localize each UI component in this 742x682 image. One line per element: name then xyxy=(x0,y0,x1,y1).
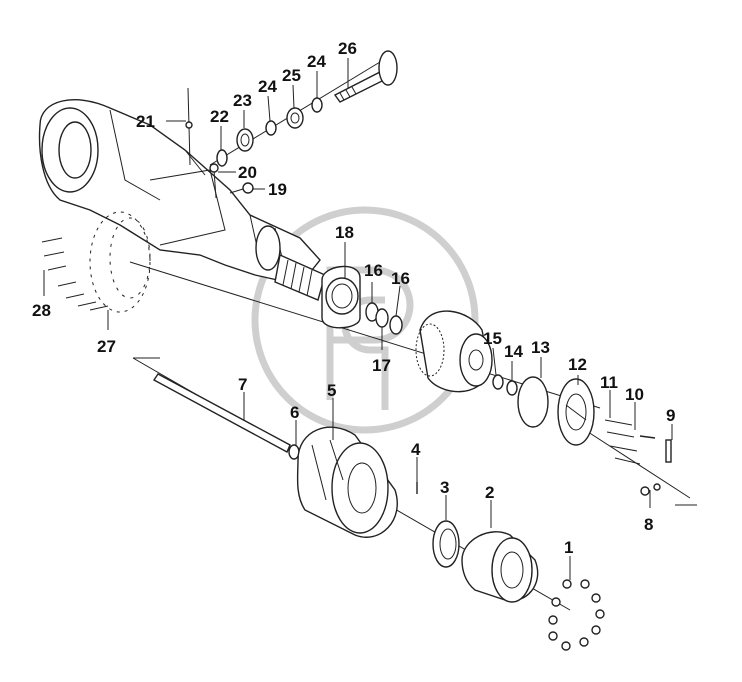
label-15: 15 xyxy=(483,329,502,348)
wheel-hub-2 xyxy=(461,531,539,603)
ring-22 xyxy=(216,149,228,167)
label-13: 13 xyxy=(531,338,550,357)
axle-shaft-7 xyxy=(152,373,291,453)
label-24b: 24 xyxy=(307,52,326,71)
label-3: 3 xyxy=(440,478,449,497)
label-5: 5 xyxy=(327,381,336,400)
plug-19 xyxy=(229,182,254,194)
label-27: 27 xyxy=(97,337,116,356)
label-28: 28 xyxy=(32,301,51,320)
axle-housing xyxy=(38,99,321,286)
oring-14 xyxy=(506,380,518,396)
bearing-23 xyxy=(236,128,254,152)
bearing-cup-18 xyxy=(321,265,361,329)
leader-lines xyxy=(43,58,673,580)
washer-17 xyxy=(375,308,389,328)
planetary-carrier xyxy=(415,310,493,393)
housing-bolts xyxy=(41,237,109,311)
cover-12 xyxy=(557,378,595,446)
spindle-splined-end xyxy=(274,253,326,301)
label-23: 23 xyxy=(233,91,252,110)
seal-16b xyxy=(389,315,403,335)
label-25: 25 xyxy=(282,66,301,85)
label-4: 4 xyxy=(411,440,421,459)
gasket-13 xyxy=(517,376,549,428)
label-9: 9 xyxy=(666,406,675,425)
label-16a: 16 xyxy=(364,261,383,280)
label-11: 11 xyxy=(600,373,618,392)
label-22: 22 xyxy=(210,107,229,126)
wheel-nuts-1 xyxy=(548,579,605,651)
label-8: 8 xyxy=(644,515,653,534)
label-18: 18 xyxy=(335,223,354,242)
label-2: 2 xyxy=(485,483,494,502)
washer-15 xyxy=(492,374,504,390)
breather-21 xyxy=(185,87,193,166)
label-12: 12 xyxy=(568,355,587,374)
ring-24b xyxy=(311,97,323,113)
nut-8 xyxy=(640,483,661,496)
label-6: 6 xyxy=(290,403,299,422)
label-21: 21 xyxy=(136,112,155,131)
part-labels: 1 2 3 4 5 6 7 8 9 10 11 12 13 14 15 16 1… xyxy=(32,39,675,557)
label-17: 17 xyxy=(372,356,391,375)
seal-3 xyxy=(432,520,460,568)
bolt-9 xyxy=(665,439,672,463)
housing-bolt-circle xyxy=(89,211,151,313)
bearing-25 xyxy=(286,107,304,129)
ring-24a xyxy=(265,120,277,136)
label-16b: 16 xyxy=(391,269,410,288)
label-19: 19 xyxy=(268,180,287,199)
label-24a: 24 xyxy=(258,77,277,96)
label-10: 10 xyxy=(625,385,644,404)
brake-drum-5 xyxy=(296,426,398,538)
label-1: 1 xyxy=(564,538,573,557)
plug-20 xyxy=(209,163,219,199)
bolt-10 xyxy=(639,435,656,439)
assembly-axis-lines xyxy=(129,61,697,611)
label-26: 26 xyxy=(338,39,357,58)
axle-shaft-26 xyxy=(333,50,398,103)
studs-11 xyxy=(604,419,641,465)
label-14: 14 xyxy=(504,342,523,361)
label-20: 20 xyxy=(238,163,257,182)
label-7: 7 xyxy=(238,375,247,394)
